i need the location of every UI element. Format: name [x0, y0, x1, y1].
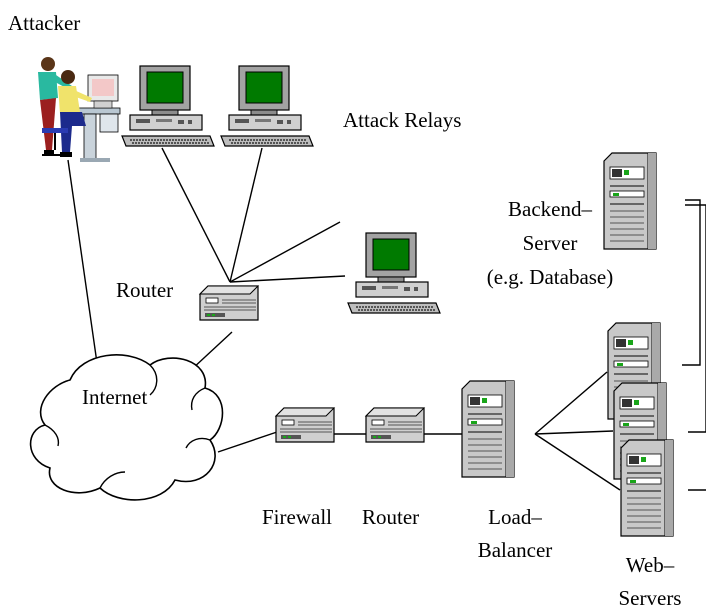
router-bottom-label: Router [362, 505, 420, 529]
backend-server-label-line2: Server [522, 231, 578, 255]
web-servers-label-line1: Web– [625, 553, 675, 577]
link-attacker-internet [67, 159, 99, 371]
attacker-icon [38, 57, 121, 162]
attack-relay-1-icon [121, 65, 215, 147]
backend-server-label-line1: Backend– [508, 197, 592, 221]
load-balancer-label-line2: Balancer [477, 538, 553, 562]
link-lb-web1 [534, 371, 608, 435]
internet-cloud-inner-strokes [44, 364, 211, 489]
backend-server-label-line3: (e.g. Database) [486, 265, 614, 289]
load-balancer-label-line1: Load– [488, 505, 542, 529]
link-lb-web2 [534, 430, 614, 435]
router-bottom-icon [365, 407, 425, 443]
router-top-label: Router [116, 278, 174, 302]
firewall-label: Firewall [262, 505, 332, 529]
internet-cloud-icon [29, 354, 224, 501]
link-lb-web3 [534, 433, 621, 491]
router-top-icon [199, 285, 259, 321]
web-server-3-icon [620, 439, 674, 537]
link-backend-web1 [682, 199, 701, 366]
attack-relays-label: Attack Relays [343, 108, 462, 132]
link-relay2-router [229, 147, 263, 283]
attacker-label: Attacker [8, 11, 81, 35]
link-relay3-router [229, 275, 346, 283]
connection-lines [67, 147, 706, 491]
link-open-router [229, 221, 341, 283]
link-relay1-router [161, 147, 231, 283]
load-balancer-icon [461, 380, 515, 478]
link-internet-firewall [217, 431, 278, 453]
firewall-icon [275, 407, 335, 443]
attack-relay-2-icon [220, 65, 314, 147]
web-servers-label-line2: Servers [618, 586, 682, 610]
attack-relay-3-icon [347, 232, 441, 314]
internet-label: Internet [82, 385, 148, 409]
link-backend-web2 [685, 204, 706, 433]
